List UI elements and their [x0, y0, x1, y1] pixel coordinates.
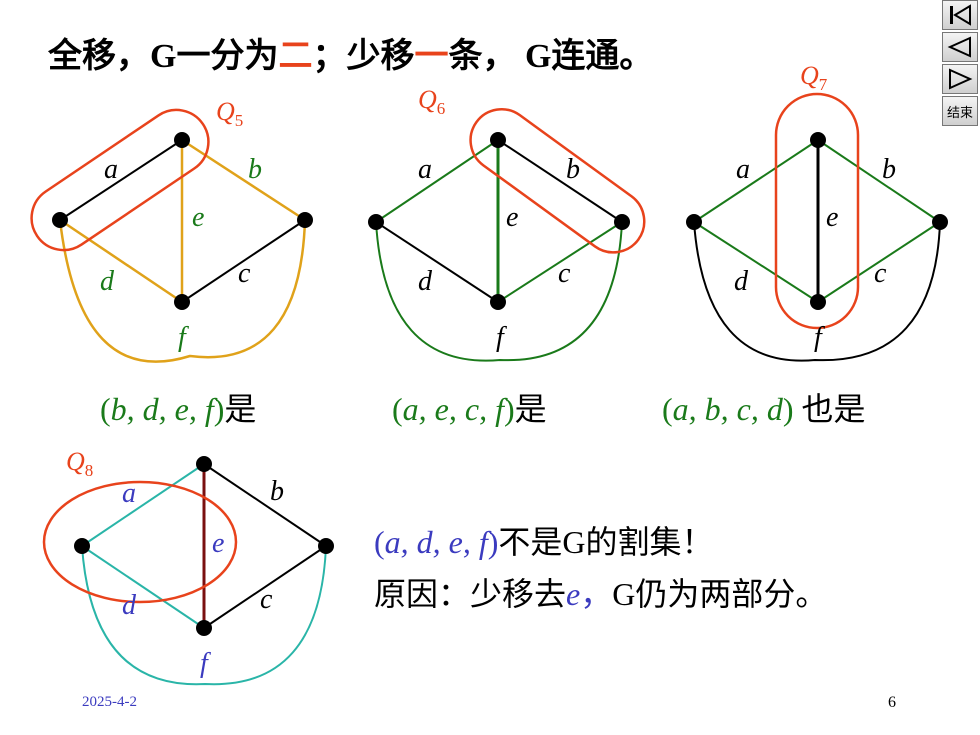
q6-vertex [490, 294, 506, 310]
q8-vertex [196, 620, 212, 636]
q7-label-b: b [882, 154, 896, 185]
q8-label-d: d [122, 590, 137, 621]
q7-label-f: f [814, 322, 825, 353]
prev-page-icon [947, 36, 971, 58]
caption-q5: (b, d, e, f)是 [100, 391, 257, 427]
end-show-button[interactable]: 结束 [942, 96, 978, 126]
page-number: 6 [888, 694, 896, 711]
q7-label-e: e [826, 202, 838, 233]
first-page-button[interactable] [942, 0, 978, 30]
q6-label-d: d [418, 266, 433, 297]
next-page-icon [949, 68, 973, 90]
q5-vertex [174, 294, 190, 310]
q5-label-b: b [248, 154, 262, 185]
title-part1: 全移，G一分为 [48, 38, 279, 75]
q6-label: Q6 [418, 85, 445, 118]
slide-navigation: 结束 [942, 0, 980, 128]
q8-label: Q8 [66, 447, 93, 480]
q6-edge-a [375, 139, 499, 223]
q5-edge-d [59, 218, 183, 304]
q8-label-e: e [212, 528, 224, 559]
q5-vertex [174, 132, 190, 148]
q8-edge-b [203, 463, 327, 547]
q6-vertex [614, 214, 630, 230]
q5-edge-f [58, 219, 307, 363]
page-title: 全移，G一分为二；少移一条， G连通。 [48, 28, 653, 77]
q8-cut-outline [42, 480, 238, 604]
q7-label: Q7 [800, 61, 828, 94]
q5-label-d: d [100, 266, 115, 297]
graph-q6: Q6 a b e d c f [368, 85, 646, 362]
q7-vertex [810, 132, 826, 148]
q6-label-e: e [506, 202, 518, 233]
q6-vertex [490, 132, 506, 148]
explanation-text: (a, d, e, f)不是G的割集！ 原因：少移去e，G仍为两部分。 [374, 516, 827, 620]
q6-edge-b [497, 139, 623, 223]
q5-cut-outline [30, 108, 210, 252]
q7-label-d: d [734, 266, 749, 297]
q7-edge-c [817, 221, 941, 303]
title-part2: ；少移 [312, 38, 415, 75]
q8-edge-d [81, 545, 205, 629]
q7-edge-a [693, 139, 819, 223]
q7-label-c: c [874, 258, 887, 289]
q7-edge-f [693, 221, 941, 362]
q6-label-b: b [566, 154, 580, 185]
q8-vertex [318, 538, 334, 554]
q8-label-b: b [270, 476, 284, 507]
q8-vertex [196, 456, 212, 472]
first-page-icon [950, 4, 971, 26]
q8-edge-a [81, 463, 205, 547]
q8-label-a: a [122, 478, 136, 509]
q5-edge-c [181, 219, 306, 303]
q5-edge-a [59, 139, 183, 221]
q6-vertex [368, 214, 384, 230]
q8-label-c: c [260, 584, 273, 615]
q6-label-a: a [418, 154, 432, 185]
q7-edge-b [817, 139, 941, 223]
q6-edge-d [375, 221, 499, 303]
q8-label-f: f [200, 648, 211, 679]
graph-q5: Q5 a b e d c f [30, 97, 313, 363]
q8-vertex [74, 538, 90, 554]
footer-date: 2025-4-2 [82, 694, 137, 710]
q6-label-c: c [558, 258, 571, 289]
q8-edge-f [81, 545, 327, 686]
title-highlight-one: 一 [414, 38, 449, 75]
q5-vertex [52, 212, 68, 228]
q5-label-f: f [178, 322, 189, 353]
q6-cut-outline [469, 108, 646, 254]
caption-q7: (a, b, c, d) 也是 [662, 391, 866, 427]
q7-cut-outline [774, 92, 860, 330]
q6-edge-c [497, 221, 623, 303]
q6-label-f: f [496, 322, 507, 353]
graph-q8: Q8 a b e d c f [42, 447, 334, 686]
q7-vertex [932, 214, 948, 230]
q5-edge-b [181, 138, 306, 222]
caption-q6: (a, e, c, f)是 [392, 391, 547, 427]
q5-vertex [297, 212, 313, 228]
q8-edge-c [203, 545, 327, 629]
explanation-line-2: 原因：少移去e，G仍为两部分。 [374, 576, 828, 612]
title-highlight-two: 二 [278, 38, 313, 75]
q7-vertex [810, 294, 826, 310]
q7-vertex [686, 214, 702, 230]
q5-label-c: c [238, 258, 251, 289]
prev-page-button[interactable] [942, 32, 978, 62]
title-part3: 条， G连通。 [448, 38, 654, 75]
q7-edge-d [693, 221, 819, 303]
q7-label-a: a [736, 154, 750, 185]
next-page-button[interactable] [942, 64, 978, 94]
q5-label: Q5 [216, 97, 243, 130]
q5-label-a: a [104, 154, 118, 185]
graph-q7: Q7 a b e d c f [686, 61, 948, 362]
explanation-line-1: (a, d, e, f)不是G的割集！ [374, 524, 714, 560]
q6-edge-f [375, 221, 623, 362]
q5-label-e: e [192, 202, 204, 233]
